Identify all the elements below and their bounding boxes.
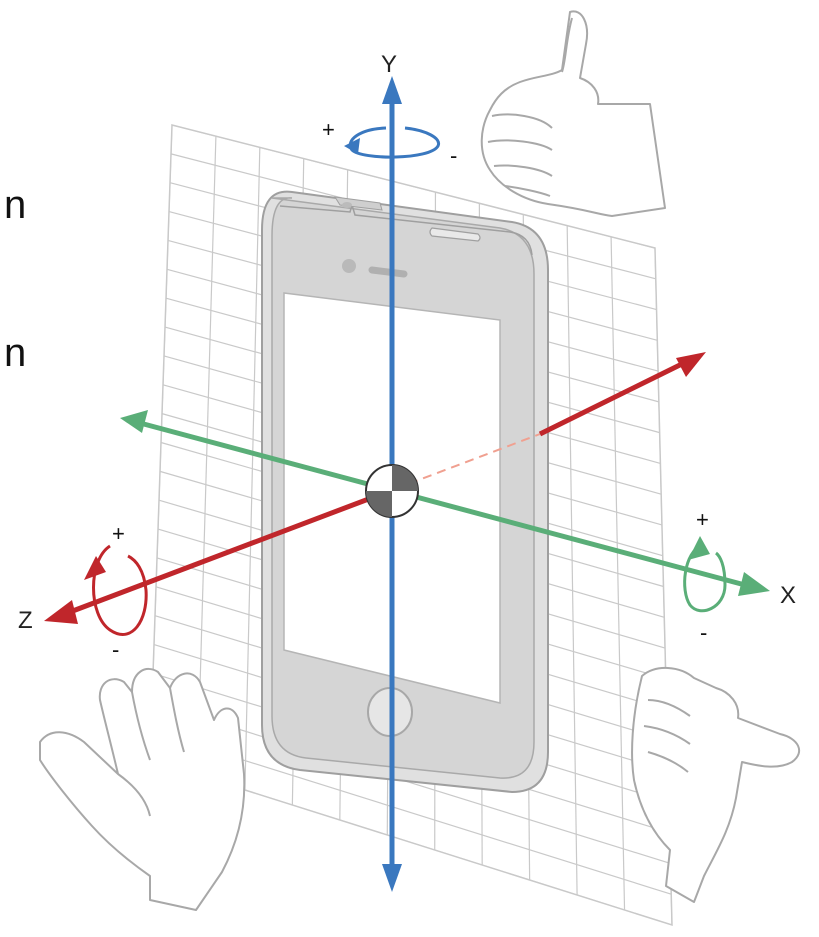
z-rotation-plus: + (112, 521, 125, 546)
z-axis-label: Z (18, 607, 33, 634)
text-fragment-2: n (4, 331, 26, 375)
x-rotation-plus: + (696, 507, 709, 532)
z-axis-back-arrowhead (676, 352, 706, 377)
x-axis-label: X (780, 582, 796, 609)
z-axis-hidden-segment (394, 433, 541, 490)
z-axis-positive-back (538, 357, 692, 437)
y-axis-arrowhead (382, 76, 402, 104)
text-fragment-1: n (4, 183, 26, 227)
thumbs-up-hand-icon (480, 10, 666, 217)
x-rotation-arrow (683, 536, 727, 613)
x-axis-arrowhead (738, 572, 770, 596)
z-rotation-minus: - (112, 637, 119, 662)
y-rotation-plus: + (322, 117, 335, 142)
left-hand-icon (39, 667, 246, 911)
y-rotation-minus: - (450, 143, 457, 168)
z-rotation-arrow (84, 544, 148, 636)
y-rotation-arrow (344, 126, 441, 159)
x-axis-line (139, 420, 746, 588)
x-axis-negative-arrowhead (120, 410, 148, 433)
z-axis-line (69, 486, 396, 615)
z-axis-arrowhead (44, 600, 78, 624)
x-rotation-minus: - (700, 620, 707, 645)
y-axis-label: Y (381, 51, 397, 78)
right-hand-icon (631, 667, 801, 903)
origin-marker (365, 464, 419, 518)
grid-border (149, 124, 673, 927)
y-axis-negative-arrowhead (382, 864, 402, 892)
